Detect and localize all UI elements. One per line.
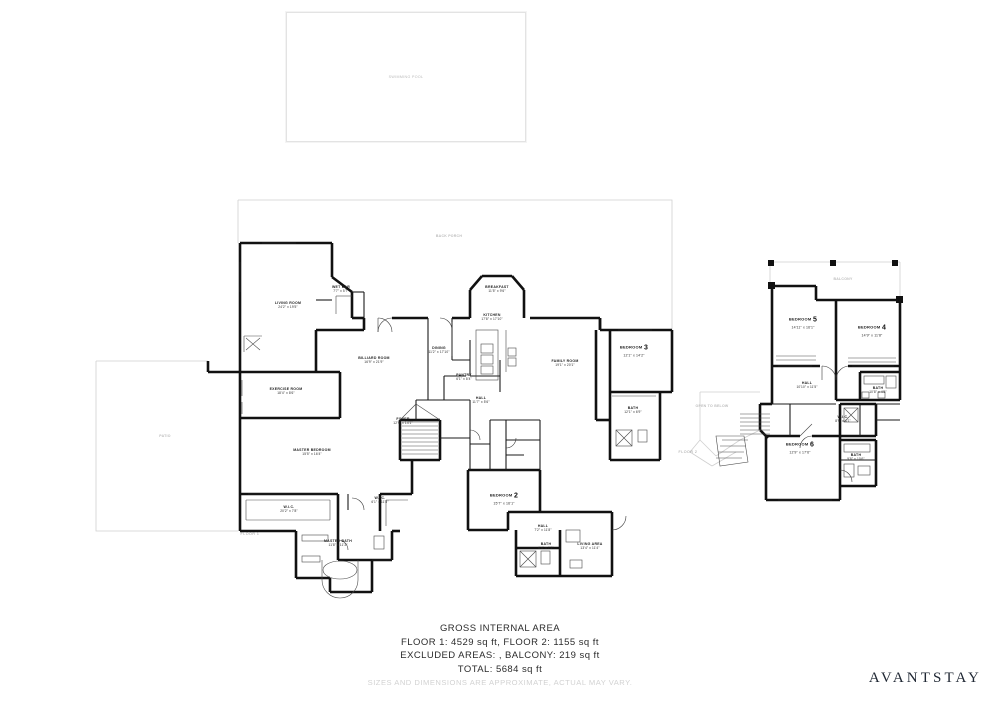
back-porch-outline bbox=[237, 199, 673, 330]
patio-outline bbox=[95, 360, 238, 532]
summary-title: GROSS INTERNAL AREA bbox=[439, 623, 561, 634]
balcony-posts bbox=[768, 260, 903, 303]
floor2-door-swings bbox=[799, 365, 853, 483]
summary-total-area: TOTAL: 5684 sq ft bbox=[457, 663, 543, 675]
swimming-pool-label: SWIMMING POOL bbox=[388, 75, 424, 79]
floor2-windows bbox=[778, 365, 894, 501]
open-to-below-outline bbox=[689, 391, 761, 467]
summary-excluded-areas: EXCLUDED AREAS: , BALCONY: 219 sq ft bbox=[400, 650, 600, 661]
floor1-windows bbox=[239, 242, 652, 495]
floor1-fixtures bbox=[241, 295, 656, 599]
gross-internal-area-summary: GROSS INTERNAL AREA FLOOR 1: 4529 sq ft,… bbox=[0, 622, 1000, 689]
floor2-interior-walls bbox=[772, 403, 900, 461]
summary-disclaimer: SIZES AND DIMENSIONS ARE APPROXIMATE, AC… bbox=[367, 678, 633, 687]
floor2-fixtures bbox=[715, 355, 897, 478]
summary-floor-areas: FLOOR 1: 4529 sq ft, FLOOR 2: 1155 sq ft bbox=[401, 636, 599, 648]
avantstay-logo: AVANTSTAY bbox=[868, 670, 982, 686]
floor1-exterior-walls bbox=[206, 241, 674, 594]
floor2-exterior-walls bbox=[758, 284, 902, 502]
balcony-outline bbox=[769, 261, 901, 300]
floor1-interior-walls bbox=[316, 291, 541, 561]
floor1-door-swings bbox=[337, 317, 627, 551]
swimming-pool-area: SWIMMING POOL bbox=[286, 12, 526, 142]
